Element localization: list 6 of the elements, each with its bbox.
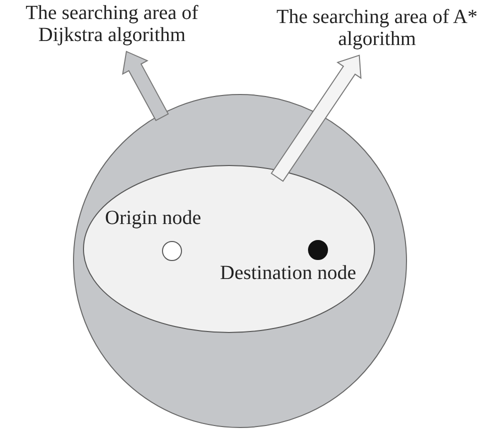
block-arrow — [270, 54, 362, 182]
area-label: The searching area of A* algorithm — [275, 6, 478, 50]
node-caption: Origin node — [105, 207, 202, 230]
area-label: The searching area of Dijkstra algorithm — [24, 2, 200, 46]
node-caption: Destination node — [220, 262, 356, 285]
block-arrow — [122, 50, 169, 122]
